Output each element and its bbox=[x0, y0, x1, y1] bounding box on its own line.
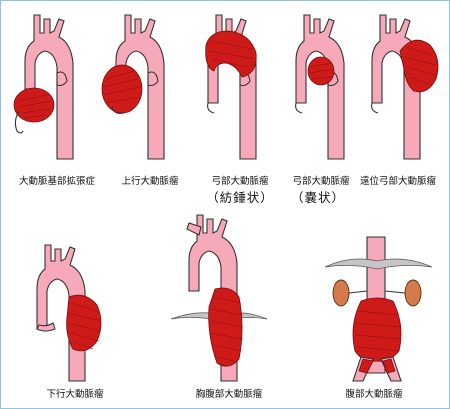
panel-sublabel-saccular: （嚢状） bbox=[290, 190, 346, 205]
panel-label-arch-fusiform: 弓部大動脈瘤 bbox=[211, 176, 269, 187]
aneurysm-mark bbox=[352, 297, 402, 362]
panel-label-ascending: 上行大動脈瘤 bbox=[121, 176, 179, 187]
aneurysm-mark bbox=[66, 294, 102, 352]
aorta-illustration-arch-fusiform bbox=[205, 14, 257, 160]
panel-label-distal-arch: 遠位弓部大動脈瘤 bbox=[359, 176, 437, 187]
panel-label-abdominal: 腹部大動脈瘤 bbox=[345, 389, 403, 400]
aneurysm-mark bbox=[208, 287, 243, 367]
aorta-illustration-root bbox=[13, 14, 74, 160]
aorta-illustration-abdominal bbox=[324, 236, 433, 382]
aorta-illustration-thoracoabdominal bbox=[170, 214, 268, 382]
panel-label-aortic-root: 大動脈基部拡張症 bbox=[18, 176, 96, 187]
panel-label-thoracoabdominal: 胸腹部大動脈瘤 bbox=[195, 389, 263, 400]
aorta-illustration-arch-saccular bbox=[295, 14, 345, 160]
panel-label-descending: 下行大動脈瘤 bbox=[46, 389, 104, 400]
aneurysm-mark bbox=[13, 87, 55, 123]
aneurysm-mark bbox=[101, 64, 143, 114]
aorta-illustration-distal-arch bbox=[371, 14, 439, 160]
aneurysm-mark bbox=[399, 39, 439, 93]
aneurysm-mark bbox=[205, 30, 257, 78]
panel-sublabel-fusiform: （紡錘状） bbox=[206, 190, 274, 205]
aorta-illustration-descending bbox=[36, 244, 102, 382]
aorta-illustration-ascending bbox=[101, 14, 165, 160]
panel-label-arch-saccular: 弓部大動脈瘤 bbox=[292, 176, 350, 187]
